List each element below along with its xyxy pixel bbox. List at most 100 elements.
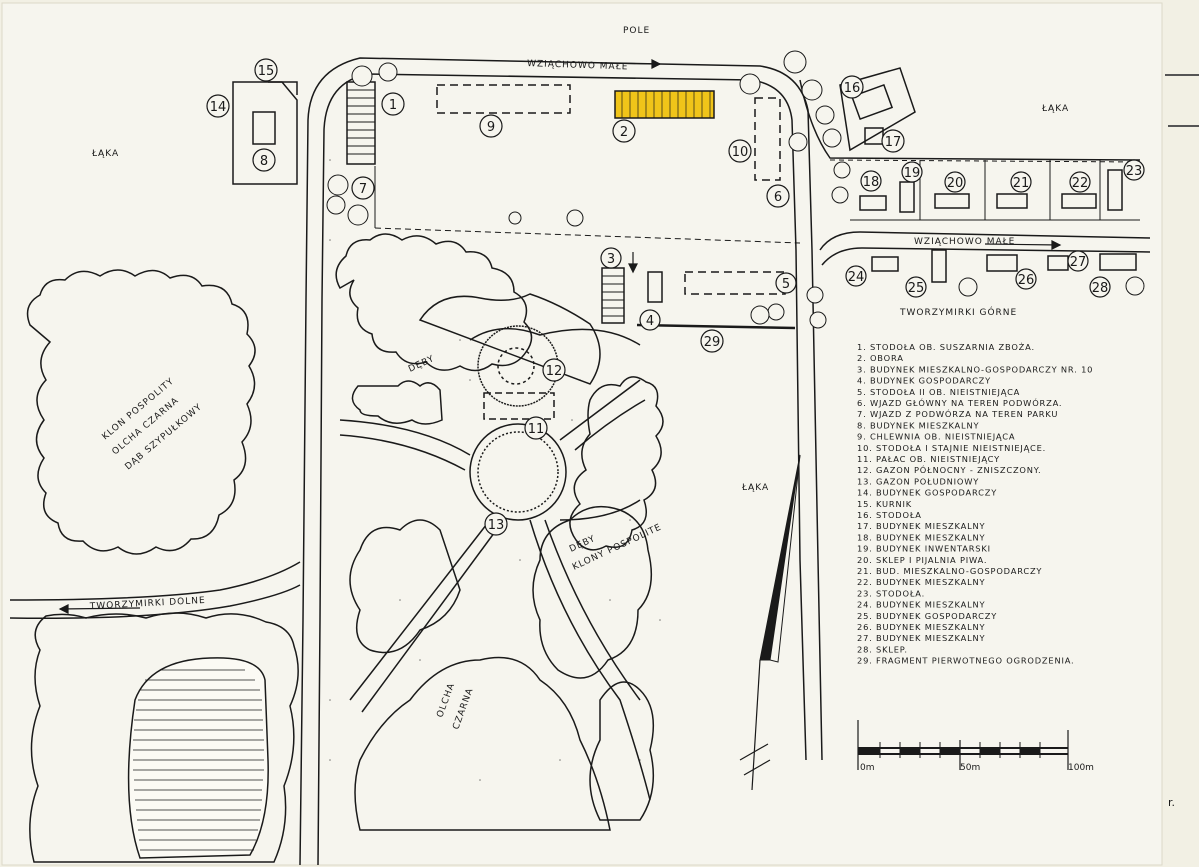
marker-8: 8 [260,154,268,169]
marker-15: 15 [258,64,275,79]
marker-23: 23 [1126,164,1143,179]
marker-27: 27 [1070,255,1087,270]
legend-item: 21. BUD. MIESZKALNO-GOSPODARCZY [857,566,1042,576]
legend-item: 8. BUDYNEK MIESZKALNY [857,420,979,430]
legend-item: 24. BUDYNEK MIESZKALNY [857,600,986,610]
building-25 [931,249,947,283]
building-20 [934,193,970,209]
building-3b [647,271,663,303]
building-9-chlewnia [436,84,571,114]
legend-item: 28. SKLEP. [857,644,908,654]
building-10-stodola [754,97,781,181]
legend: 1. STODOŁA OB. SUSZARNIA ZBOŻA.2. OBORA3… [857,342,1093,666]
marker-6: 6 [774,190,782,205]
building-24 [871,256,899,272]
legend-item: 14. BUDYNEK GOSPODARCZY [857,488,997,498]
marker-13: 13 [488,518,505,533]
legend-item: 25. BUDYNEK GOSPODARCZY [857,611,997,621]
legend-item: 15. KURNIK [857,499,912,509]
legend-item: 7. WJAZD Z PODWÓRZA NA TEREN PARKU [857,408,1058,419]
stipple [329,159,661,781]
scale-tick-100: 100m [1068,763,1094,773]
legend-item: 29. FRAGMENT PIERWOTNEGO OGRODZENIA. [857,656,1074,666]
marker-29: 29 [704,335,721,350]
legend-item: 27. BUDYNEK MIESZKALNY [857,633,986,643]
legend-item: 19. BUDYNEK INWENTARSKI [857,544,991,554]
markers [206,58,1145,536]
scale-bar [857,720,1069,770]
marker-12: 12 [546,364,563,379]
legend-item: 13. GAZON POŁUDNIOWY [857,476,979,486]
legend-item: 16. STODOŁA [857,510,922,520]
marker-16: 16 [844,81,861,96]
marker-9: 9 [487,120,495,135]
plot-16 [839,67,916,152]
trees-small [326,50,1145,329]
marker-11: 11 [528,422,545,437]
legend-item: 11. PAŁAC OB. NIEISTNIEJĄCY [857,454,1000,464]
fences [374,159,1141,244]
north-arrow [739,454,801,791]
building-18 [859,195,887,211]
legend-item: 23. STODOŁA. [857,588,925,598]
marker-1: 1 [389,98,397,113]
marker-2: 2 [620,125,628,140]
legend-item: 26. BUDYNEK MIESZKALNY [857,622,986,632]
fence-29 [636,323,796,330]
building-19 [899,181,915,213]
legend-item: 12. GAZON PÓŁNOCNY - ZNISZCZONY. [857,464,1041,475]
margin-note: r. [1168,796,1175,809]
marker-10: 10 [732,145,749,160]
marker-4: 4 [646,314,654,329]
marker-18: 18 [863,175,880,190]
marker-17: 17 [885,135,902,150]
label-village-upper: TWORZYMIRKI GÓRNE [899,306,1017,318]
marker-26: 26 [1018,273,1035,288]
legend-item: 22. BUDYNEK MIESZKALNY [857,577,986,587]
building-2-obora [614,90,715,119]
marker-20: 20 [947,176,964,191]
legend-item: 1. STODOŁA OB. SUSZARNIA ZBOŻA. [857,342,1035,352]
marker-numbers: 1 2 3 4 5 6 7 8 9 10 11 12 13 14 15 16 1… [210,64,1143,533]
label-laka-center: ŁĄKA [741,483,769,493]
label-pole: POLE [623,26,650,36]
legend-item: 5. STODOŁA II OB. NIEISTNIEJĄCA [857,387,1020,397]
legend-item: 2. OBORA [857,353,904,363]
legend-item: 18. BUDYNEK MIESZKALNY [857,532,986,542]
building-28 [1099,253,1137,271]
road-arrows [58,59,1062,614]
building-21 [996,193,1028,209]
marker-14: 14 [210,100,227,115]
marker-22: 22 [1072,176,1089,191]
scale-tick-0: 0m [860,763,875,773]
building-16 [850,83,894,121]
marker-28: 28 [1092,281,1109,296]
marker-3: 3 [607,252,615,267]
marker-19: 19 [904,166,921,181]
label-road-top: WZIĄCHOWO MAŁE [527,59,629,73]
legend-item: 10. STODOŁA I STAJNIE NIEISTNIEJĄCE. [857,443,1046,453]
tree-masses [26,233,664,863]
legend-item: 6. WJAZD GŁÓWNY NA TEREN PODWÓRZA. [857,397,1062,408]
label-laka-left: ŁĄKA [91,149,119,159]
marker-24: 24 [848,270,865,285]
legend-item: 3. BUDYNEK MIESZKALNO-GOSPODARCZY NR. 10 [857,364,1093,374]
legend-item: 17. BUDYNEK MIESZKALNY [857,521,986,531]
building-26 [986,254,1018,272]
building-22 [1061,193,1097,209]
marker-7: 7 [359,182,367,197]
legend-item: 20. SKLEP I PIJALNIA PIWA. [857,555,987,565]
legend-item: 9. CHLEWNIA OB. NIEISTNIEJĄCA [857,432,1015,442]
building-23 [1107,169,1123,211]
marker-25: 25 [908,281,925,296]
label-laka-top-right: ŁĄKA [1041,104,1069,114]
building-11-palac [483,392,555,420]
scale-tick-50: 50m [960,763,980,773]
marker-21: 21 [1013,176,1030,191]
legend-item: 4. BUDYNEK GOSPODARCZY [857,376,991,386]
pond [127,657,269,859]
building-8 [252,111,276,145]
label-road-right: WZIĄCHOWO MAŁE [914,237,1015,247]
marker-5: 5 [782,277,790,292]
